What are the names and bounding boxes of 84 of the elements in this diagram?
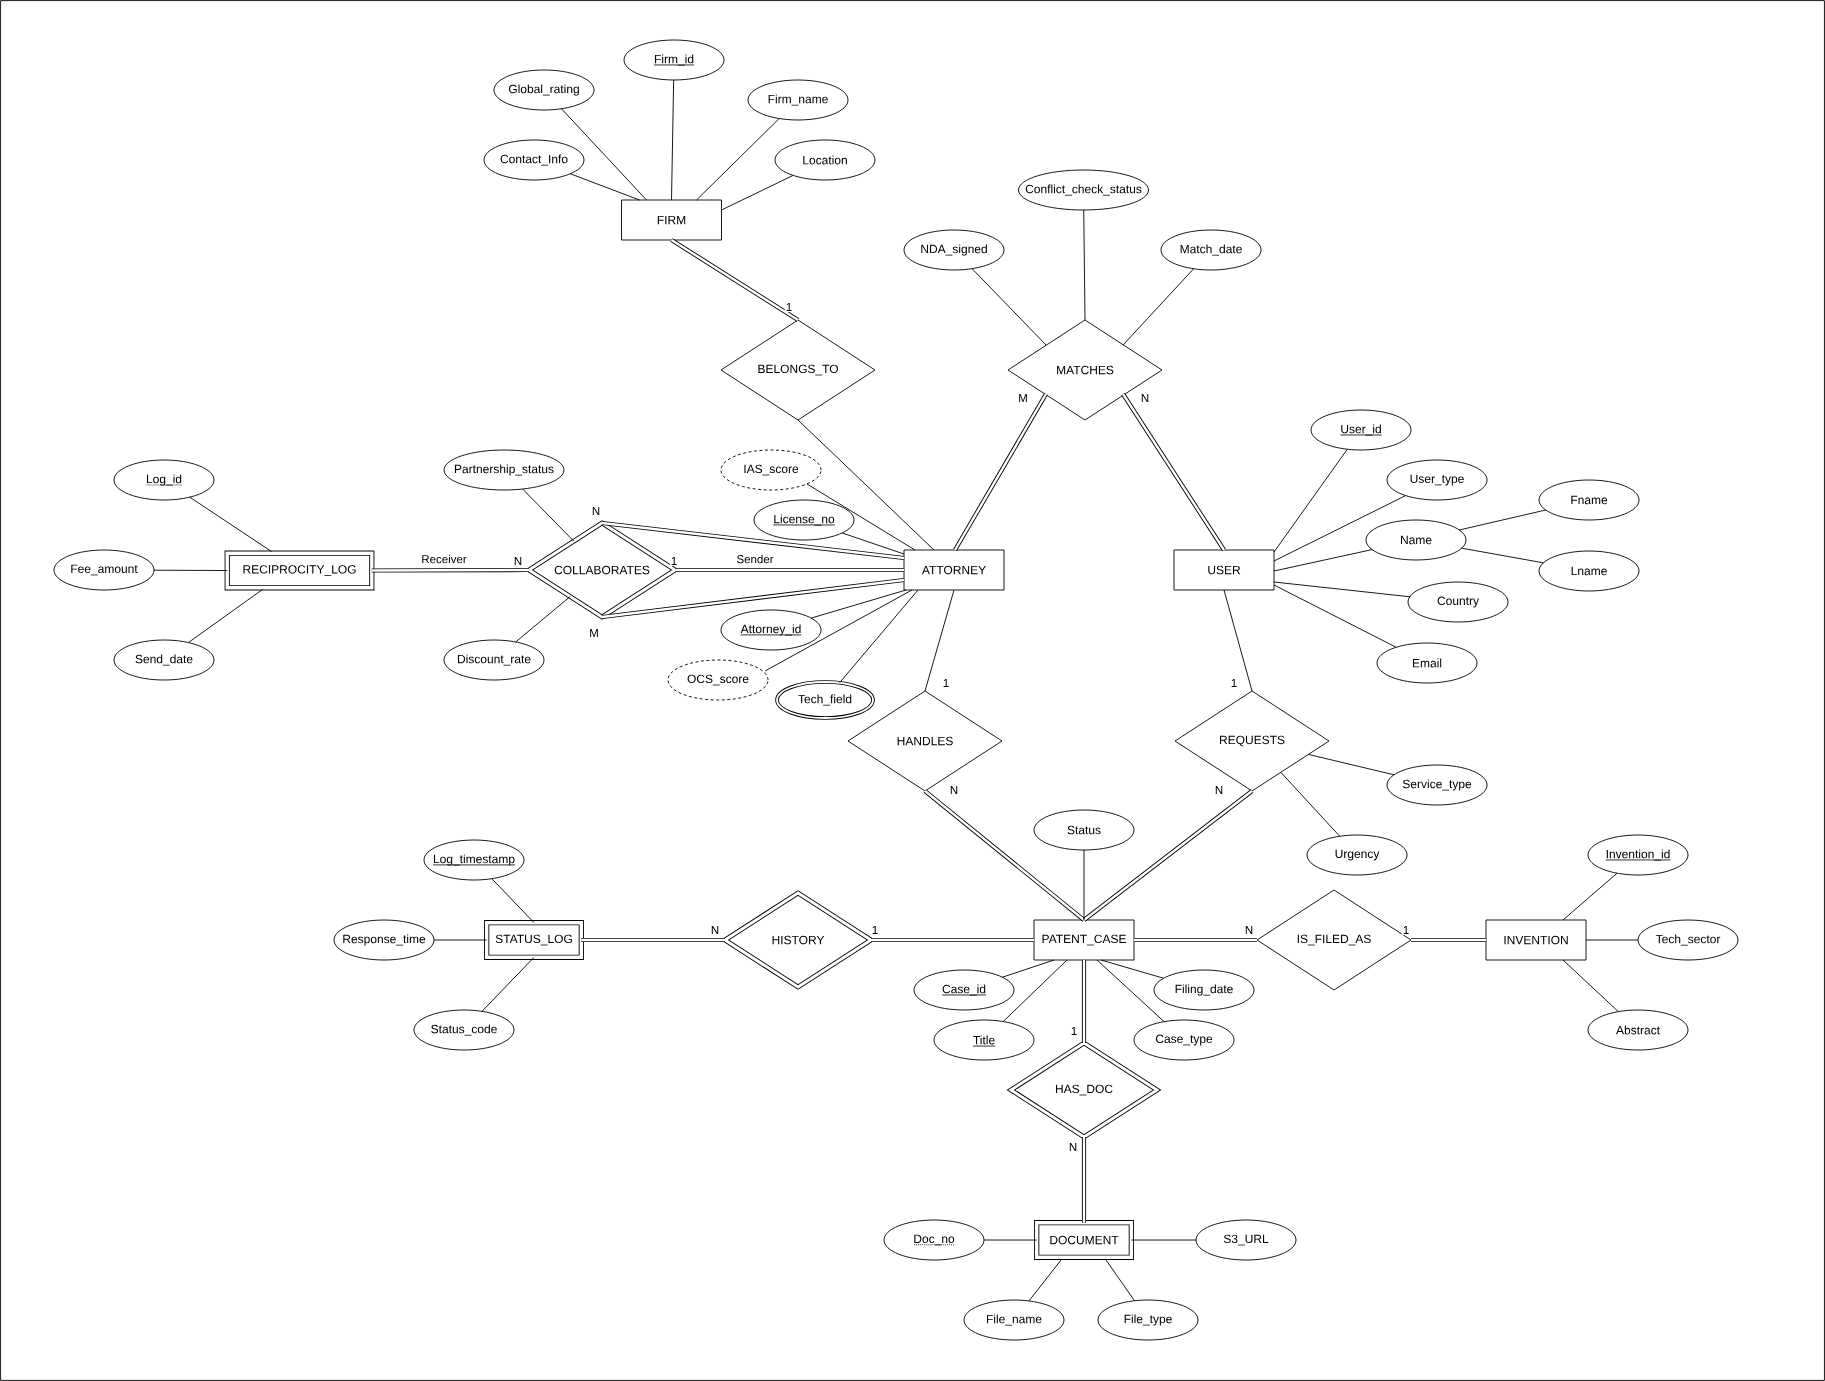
connector-line bbox=[1273, 581, 1411, 598]
double-line bbox=[923, 789, 1086, 922]
connector-line bbox=[1130, 1239, 1197, 1241]
connector-line bbox=[1083, 209, 1086, 321]
double-line bbox=[871, 937, 1034, 943]
connector-line bbox=[1461, 547, 1544, 564]
cardinality-label: M bbox=[588, 628, 600, 638]
entity-box: ATTORNEY bbox=[903, 549, 1005, 591]
connector-line bbox=[696, 118, 780, 201]
connector-line bbox=[481, 956, 535, 1012]
connector-line bbox=[1001, 959, 1055, 978]
connector-line bbox=[1458, 509, 1547, 531]
connector-line bbox=[1273, 448, 1348, 553]
cardinality-label: M bbox=[1017, 393, 1029, 403]
cardinality-label: N bbox=[512, 556, 524, 566]
connector-line bbox=[522, 488, 575, 542]
connector-line bbox=[1273, 549, 1373, 572]
entity-box: PATENT_CASE bbox=[1033, 919, 1135, 961]
cardinality-label: 1 bbox=[1229, 678, 1239, 688]
connector-line bbox=[764, 589, 913, 672]
connector-line bbox=[569, 173, 640, 201]
connector-line bbox=[1028, 1259, 1062, 1302]
connector-line bbox=[491, 878, 535, 924]
connector-line bbox=[561, 108, 647, 201]
connector-line bbox=[153, 569, 228, 571]
double-line bbox=[1134, 937, 1257, 943]
connector-line bbox=[1122, 268, 1195, 346]
connector-line bbox=[515, 596, 571, 643]
double-line bbox=[581, 937, 725, 943]
connector-line bbox=[1223, 589, 1253, 692]
connector-line bbox=[924, 589, 955, 692]
connector-line bbox=[187, 589, 263, 643]
connector-line bbox=[1083, 849, 1085, 921]
connector-line bbox=[839, 589, 919, 684]
double-line bbox=[371, 567, 529, 573]
cardinality-label: N bbox=[590, 506, 602, 516]
double-line bbox=[670, 238, 800, 322]
connector-line bbox=[1273, 584, 1397, 648]
double-line bbox=[601, 520, 905, 561]
role-label: Sender bbox=[735, 553, 775, 565]
connector-line bbox=[189, 496, 272, 552]
connector-line bbox=[1280, 771, 1341, 837]
connector-line bbox=[797, 419, 935, 551]
cardinality-label: 1 bbox=[941, 678, 951, 688]
connector-line bbox=[971, 268, 1047, 346]
connector-line bbox=[841, 532, 905, 555]
connector-line bbox=[810, 589, 907, 619]
cardinality-label: N bbox=[1243, 925, 1255, 935]
connector-line bbox=[1585, 939, 1639, 941]
double-line bbox=[953, 392, 1048, 552]
weak-entity-box: STATUS_LOG bbox=[484, 920, 584, 960]
cardinality-label: 1 bbox=[1401, 925, 1411, 935]
connector-line bbox=[983, 1239, 1038, 1241]
cardinality-label: N bbox=[1139, 393, 1151, 403]
cardinality-label: 1 bbox=[784, 302, 794, 312]
connector-line bbox=[721, 174, 794, 211]
cardinality-label: N bbox=[1213, 785, 1225, 795]
entity-box: INVENTION bbox=[1485, 919, 1587, 961]
connector-line bbox=[1100, 959, 1165, 979]
double-line bbox=[601, 577, 905, 620]
cardinality-label: N bbox=[948, 785, 960, 795]
weak-entity-box: RECIPROCITY_LOG bbox=[224, 550, 375, 591]
connector-line bbox=[1562, 872, 1618, 921]
double-line bbox=[1121, 392, 1226, 552]
double-line bbox=[1081, 1137, 1087, 1223]
cardinality-label: 1 bbox=[669, 556, 679, 566]
connector-line bbox=[1307, 753, 1395, 776]
connector-line bbox=[671, 79, 675, 201]
role-label: Receiver bbox=[420, 553, 468, 565]
weak-entity-box: DOCUMENT bbox=[1034, 1220, 1134, 1260]
cardinality-label: N bbox=[709, 925, 721, 935]
connector-line bbox=[806, 483, 916, 551]
entity-box: FIRM bbox=[621, 199, 722, 241]
cardinality-label: N bbox=[1067, 1142, 1079, 1152]
connector-line bbox=[1562, 959, 1619, 1013]
connector-line bbox=[1105, 1259, 1135, 1302]
connector-line bbox=[1273, 495, 1407, 562]
double-line bbox=[1411, 937, 1486, 943]
double-line bbox=[1082, 789, 1254, 922]
connector-line bbox=[433, 939, 488, 941]
cardinality-label: 1 bbox=[1069, 1026, 1079, 1036]
double-line bbox=[675, 567, 904, 573]
double-line bbox=[1081, 960, 1087, 1043]
entity-box: USER bbox=[1173, 549, 1275, 591]
